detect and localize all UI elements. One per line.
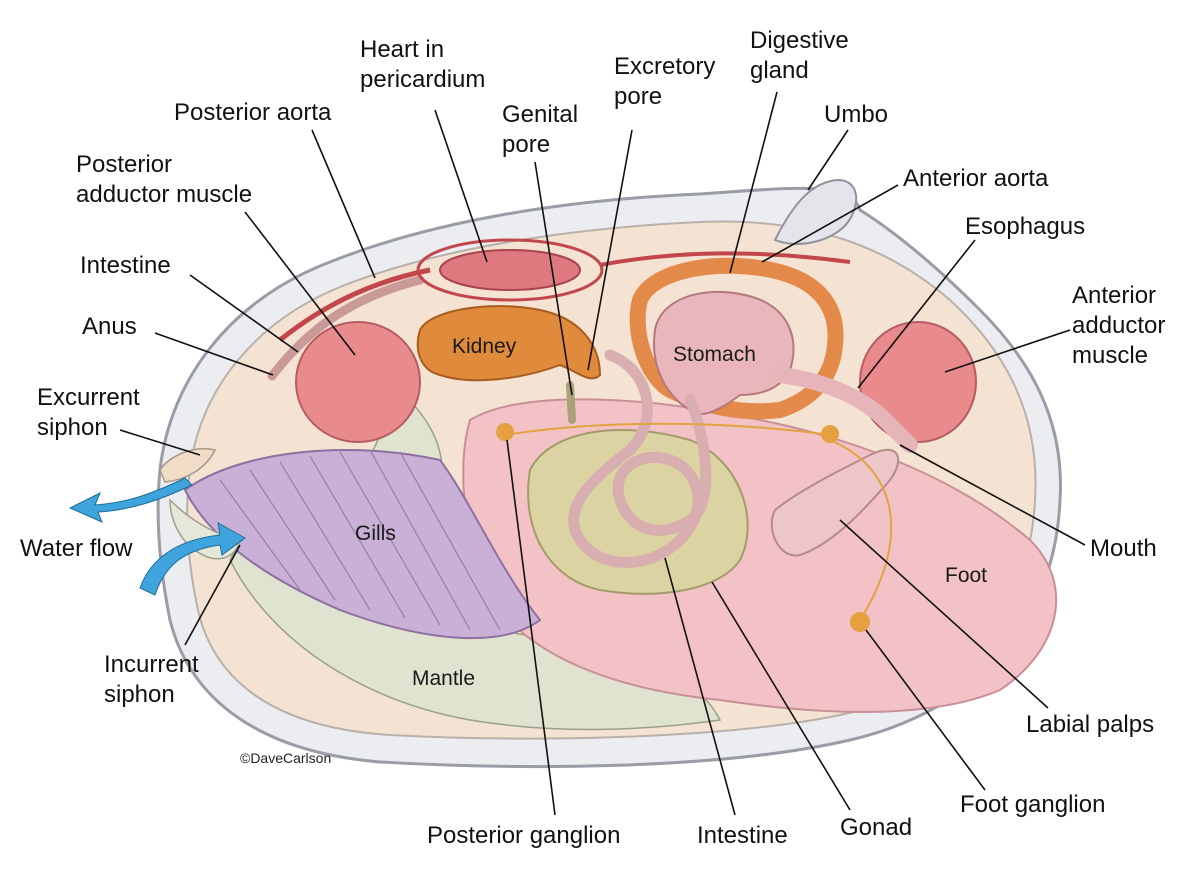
label-excretory-line1: Excretory [614, 53, 715, 80]
leader-anus [154, 332, 274, 376]
label-posterior-ganglion: Posterior ganglion [427, 822, 620, 849]
leader-posterior-adductor [244, 211, 356, 356]
esophagus [772, 367, 918, 453]
leader-excretory [587, 129, 633, 371]
gill-filaments [219, 449, 501, 631]
leader-esophagus [857, 239, 976, 389]
label-heart-line2: pericardium [360, 66, 485, 93]
label-posterior-adductor-line1: Posterior [76, 151, 172, 178]
label-kidney: Kidney [452, 335, 517, 358]
label-digestive-gland: Digestive gland [750, 27, 855, 84]
leader-incurrent [184, 544, 241, 646]
label-water-flow: Water flow [20, 535, 133, 562]
label-umbo: Umbo [824, 101, 888, 128]
posterior-aorta [278, 267, 431, 342]
leader-lines [119, 91, 1086, 816]
intestine-rectum [267, 275, 425, 381]
posterior-adductor-muscle [295, 321, 421, 443]
label-digestive-line2: gland [750, 57, 809, 84]
label-heart-line1: Heart in [360, 36, 444, 63]
label-digestive-line1: Digestive [750, 27, 849, 54]
leader-umbo [807, 129, 849, 191]
foot-ganglion [850, 612, 870, 632]
water-flow-out-arrow [68, 477, 193, 523]
gonad [527, 429, 749, 595]
posterior-ganglion [496, 423, 514, 441]
leader-posterior-ganglion [506, 439, 556, 816]
kidney [416, 305, 602, 382]
label-foot-ganglion: Foot ganglion [960, 791, 1105, 818]
label-gills: Gills [355, 522, 396, 545]
label-genital-line1: Genital [502, 101, 578, 128]
nerve-cord [504, 422, 831, 436]
label-anus: Anus [82, 313, 137, 340]
label-posterior-adductor: Posterior adductor muscle [76, 151, 252, 208]
leader-excurrent [119, 429, 201, 456]
leader-intestine-bottom [664, 557, 736, 816]
label-foot: Foot [945, 564, 987, 587]
anterior-aorta [599, 251, 851, 267]
leader-anterior-adductor [944, 329, 1071, 373]
label-excurrent-siphon: Excurrent siphon [37, 384, 146, 441]
leader-mouth [899, 444, 1086, 546]
label-posterior-adductor-line2: adductor muscle [76, 181, 252, 208]
label-heart: Heart in pericardium [360, 36, 485, 93]
label-excretory-pore: Excretory pore [614, 53, 722, 110]
label-posterior-aorta: Posterior aorta [174, 99, 332, 126]
pericardium [416, 238, 604, 302]
label-genital-pore: Genital pore [502, 101, 585, 158]
genital-pore-tube [566, 381, 576, 424]
label-incurrent-line2: siphon [104, 681, 175, 708]
label-mantle: Mantle [412, 667, 475, 690]
leader-gonad [711, 581, 851, 811]
label-excretory-line2: pore [614, 83, 662, 110]
leader-digestive [729, 91, 778, 274]
pedal-nerve [829, 439, 893, 621]
heart [439, 249, 581, 291]
leader-labial-palps [839, 519, 1049, 709]
label-mouth: Mouth [1090, 535, 1157, 562]
label-anterior-adductor-line2: adductor [1072, 312, 1165, 339]
label-genital-line2: pore [502, 131, 550, 158]
water-flow-in-arrow [139, 522, 246, 596]
umbo [773, 178, 858, 245]
credit-text: ©DaveCarlson [240, 750, 331, 766]
anterior-ganglion [821, 425, 839, 443]
gills [183, 449, 542, 640]
label-esophagus: Esophagus [965, 213, 1085, 240]
label-intestine-top: Intestine [80, 252, 171, 279]
excurrent-siphon [159, 448, 217, 483]
label-intestine-bottom: Intestine [697, 822, 788, 849]
label-gonad: Gonad [840, 814, 912, 841]
labial-palps [770, 448, 900, 557]
intestine-coil [568, 349, 712, 568]
label-anterior-adductor-line3: muscle [1072, 342, 1148, 369]
leader-intestine-top [189, 274, 299, 353]
label-anterior-adductor: Anterior adductor muscle [1072, 282, 1172, 369]
label-anterior-adductor-line1: Anterior [1072, 282, 1156, 309]
leader-foot-ganglion [865, 629, 986, 791]
label-labial-palps: Labial palps [1026, 711, 1154, 738]
label-excurrent-line1: Excurrent [37, 384, 140, 411]
leader-heart [434, 109, 488, 263]
label-anterior-aorta: Anterior aorta [903, 165, 1049, 192]
leader-genital [534, 161, 573, 396]
label-incurrent-siphon: Incurrent siphon [104, 651, 205, 708]
label-stomach: Stomach [673, 343, 756, 366]
leader-anterior-aorta [761, 184, 899, 263]
label-incurrent-line1: Incurrent [104, 651, 199, 678]
label-excurrent-line2: siphon [37, 414, 108, 441]
leader-posterior-aorta [311, 129, 376, 279]
anterior-adductor-muscle [859, 321, 977, 443]
